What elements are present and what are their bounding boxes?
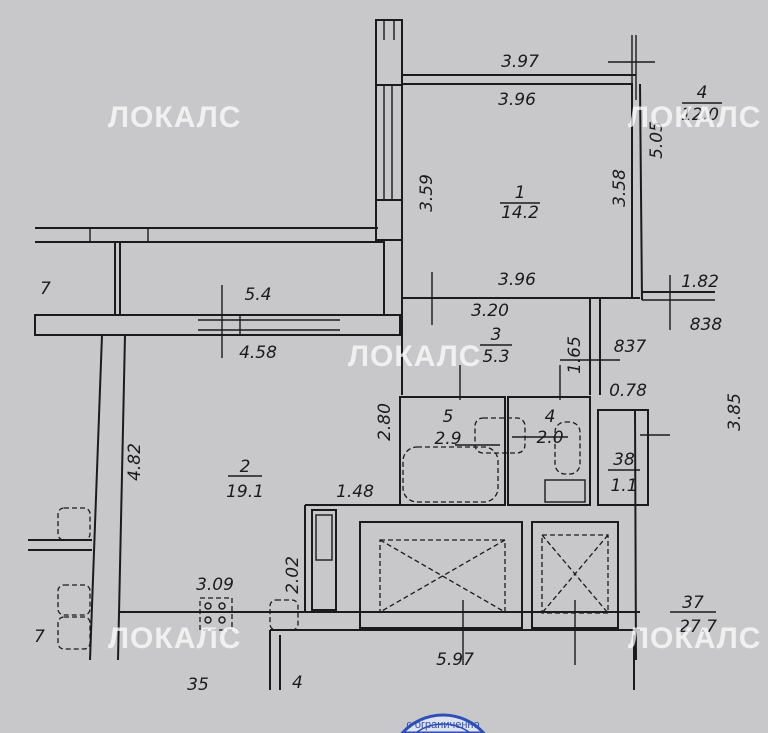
- dimension-labels: 3.97 3.96 3.96 3.59 3.58 5.05 1.82 838 8…: [34, 52, 745, 695]
- svg-text:5.3: 5.3: [482, 347, 509, 367]
- svg-text:2: 2: [240, 457, 251, 477]
- svg-text:3.58: 3.58: [610, 169, 630, 207]
- svg-text:4: 4: [292, 673, 303, 693]
- svg-text:ЛОКАЛС: ЛОКАЛС: [348, 340, 481, 373]
- room-4-label: 42.0: [536, 407, 563, 448]
- room-38-label: 381.1: [608, 450, 640, 496]
- room-4-neighbor-label: 412.0: [681, 83, 722, 125]
- svg-text:2.9: 2.9: [434, 429, 461, 449]
- svg-text:2.0: 2.0: [536, 428, 563, 448]
- svg-text:с ограниченно: с ограниченно: [406, 719, 479, 731]
- svg-text:5.97: 5.97: [436, 650, 474, 670]
- svg-text:ЛОКАЛС: ЛОКАЛС: [108, 101, 241, 134]
- svg-text:12.0: 12.0: [681, 105, 719, 125]
- room-3-label: 35.3: [480, 325, 512, 367]
- svg-text:19.1: 19.1: [226, 482, 264, 502]
- svg-text:3.97: 3.97: [501, 52, 539, 72]
- svg-text:ЛОКАЛС: ЛОКАЛС: [628, 101, 761, 134]
- svg-text:7: 7: [34, 627, 45, 647]
- svg-text:3.85: 3.85: [725, 393, 745, 431]
- svg-text:3.96: 3.96: [498, 90, 536, 110]
- svg-text:3.59: 3.59: [417, 174, 437, 212]
- svg-text:7: 7: [40, 279, 51, 299]
- svg-text:1.65: 1.65: [565, 336, 585, 374]
- watermarks: ЛОКАЛС ЛОКАЛС ЛОКАЛС ЛОКАЛС ЛОКАЛС: [108, 101, 761, 655]
- svg-text:838: 838: [690, 315, 723, 335]
- svg-text:2.02: 2.02: [283, 556, 303, 594]
- balcony-area: 5.4: [244, 285, 271, 305]
- room-1-label: 114.2: [500, 183, 540, 223]
- svg-text:3: 3: [491, 325, 502, 345]
- svg-text:4.58: 4.58: [239, 343, 277, 363]
- svg-text:3.09: 3.09: [196, 575, 234, 595]
- svg-text:1.82: 1.82: [681, 272, 719, 292]
- room-5-label: 52.9: [434, 407, 461, 449]
- svg-text:4: 4: [697, 83, 708, 103]
- svg-text:38: 38: [613, 450, 635, 470]
- svg-text:14.2: 14.2: [501, 203, 539, 223]
- svg-text:837: 837: [614, 337, 647, 357]
- svg-text:5.05: 5.05: [647, 121, 667, 159]
- room-2-label: 219.1: [226, 457, 264, 502]
- svg-text:3.96: 3.96: [498, 270, 536, 290]
- svg-text:37: 37: [682, 593, 704, 613]
- svg-text:4.82: 4.82: [125, 443, 145, 481]
- svg-text:5: 5: [443, 407, 454, 427]
- svg-text:1.48: 1.48: [336, 482, 374, 502]
- svg-text:0.78: 0.78: [609, 381, 647, 401]
- svg-text:1.1: 1.1: [610, 476, 637, 496]
- walls: [28, 19, 715, 690]
- svg-text:ЛОКАЛС: ЛОКАЛС: [628, 622, 761, 655]
- company-stamp: с ограниченно: [400, 713, 486, 733]
- svg-text:35: 35: [187, 675, 209, 695]
- svg-text:ЛОКАЛС: ЛОКАЛС: [108, 622, 241, 655]
- room-labels: 114.2 219.1 35.3 42.0 52.9 381.1 3727.7 …: [226, 83, 722, 637]
- svg-text:1: 1: [515, 183, 526, 203]
- svg-text:2.80: 2.80: [375, 403, 395, 441]
- room-37-label: 37 27.7: [670, 593, 717, 637]
- svg-text:3.20: 3.20: [471, 301, 509, 321]
- svg-text:27.7: 27.7: [679, 617, 717, 637]
- svg-text:4: 4: [545, 407, 556, 427]
